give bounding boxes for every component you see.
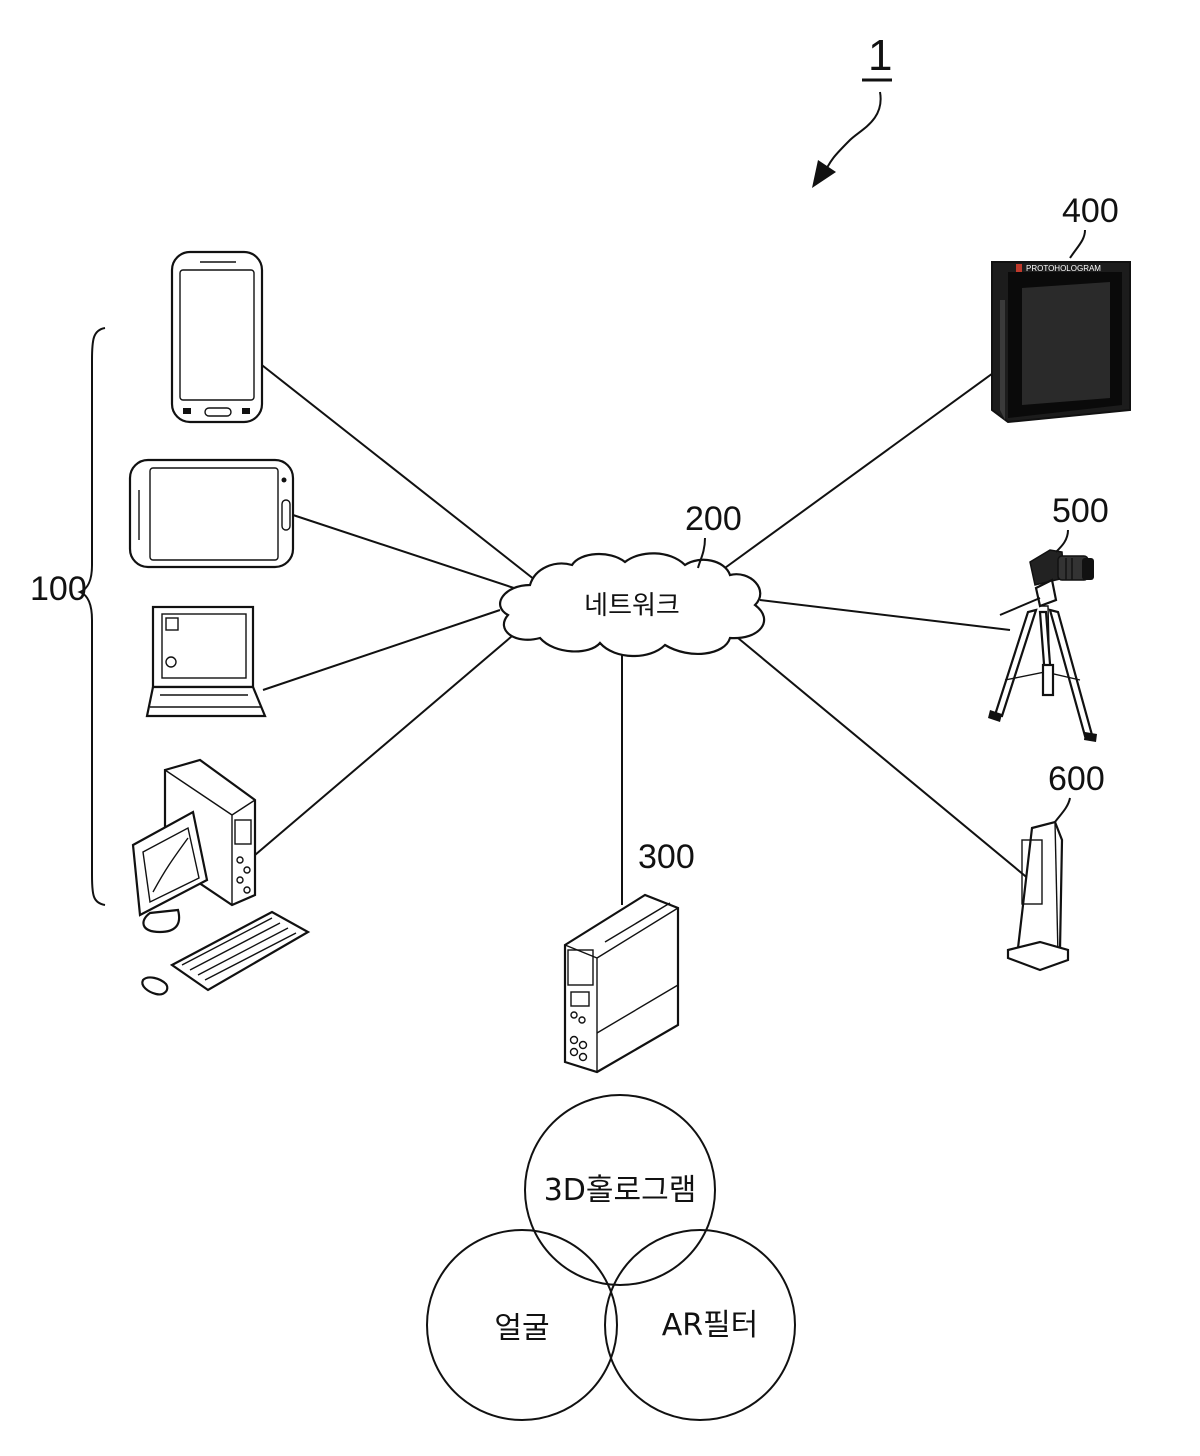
system-ref-leader [822,92,881,178]
server-icon [565,895,678,1072]
smartphone-icon [172,252,262,422]
venn-diagram [427,1095,795,1420]
system-ref-label: 1 [868,31,892,80]
kiosk-icon [1008,822,1068,970]
network-label: 네트워크 [584,591,680,621]
link-camera [760,600,1010,630]
camera-tripod-icon [988,550,1097,742]
laptop-icon [147,607,265,716]
hologram-brand-text: PROTOHOLOGRAM [1026,264,1101,273]
tablet-icon [130,460,293,567]
kiosk-ref-label: 600 [1048,760,1105,798]
camera-ref-label: 500 [1052,492,1109,530]
link-hologram [718,368,1000,573]
desktop-pc-icon [133,760,308,994]
link-tablet [293,515,520,590]
hologram-ref-leader [1070,230,1085,258]
venn-label-left: 얼굴 [494,1311,549,1346]
hologram-device-icon [992,262,1130,422]
link-laptop [263,610,500,690]
link-kiosk [738,638,1030,880]
link-phone [258,362,535,580]
venn-label-right: AR필터 [662,1308,759,1343]
venn-label-top: 3D홀로그램 [544,1173,697,1208]
kiosk-ref-leader [1055,798,1070,822]
hologram-ref-label: 400 [1062,192,1119,230]
group-bracket [80,328,105,905]
group-ref-label: 100 [30,570,87,608]
network-ref-label: 200 [685,500,742,538]
camera-ref-leader [1056,530,1068,552]
link-desktop [255,625,525,855]
server-ref-label: 300 [638,838,695,876]
system-ref-arrowhead [812,160,836,188]
